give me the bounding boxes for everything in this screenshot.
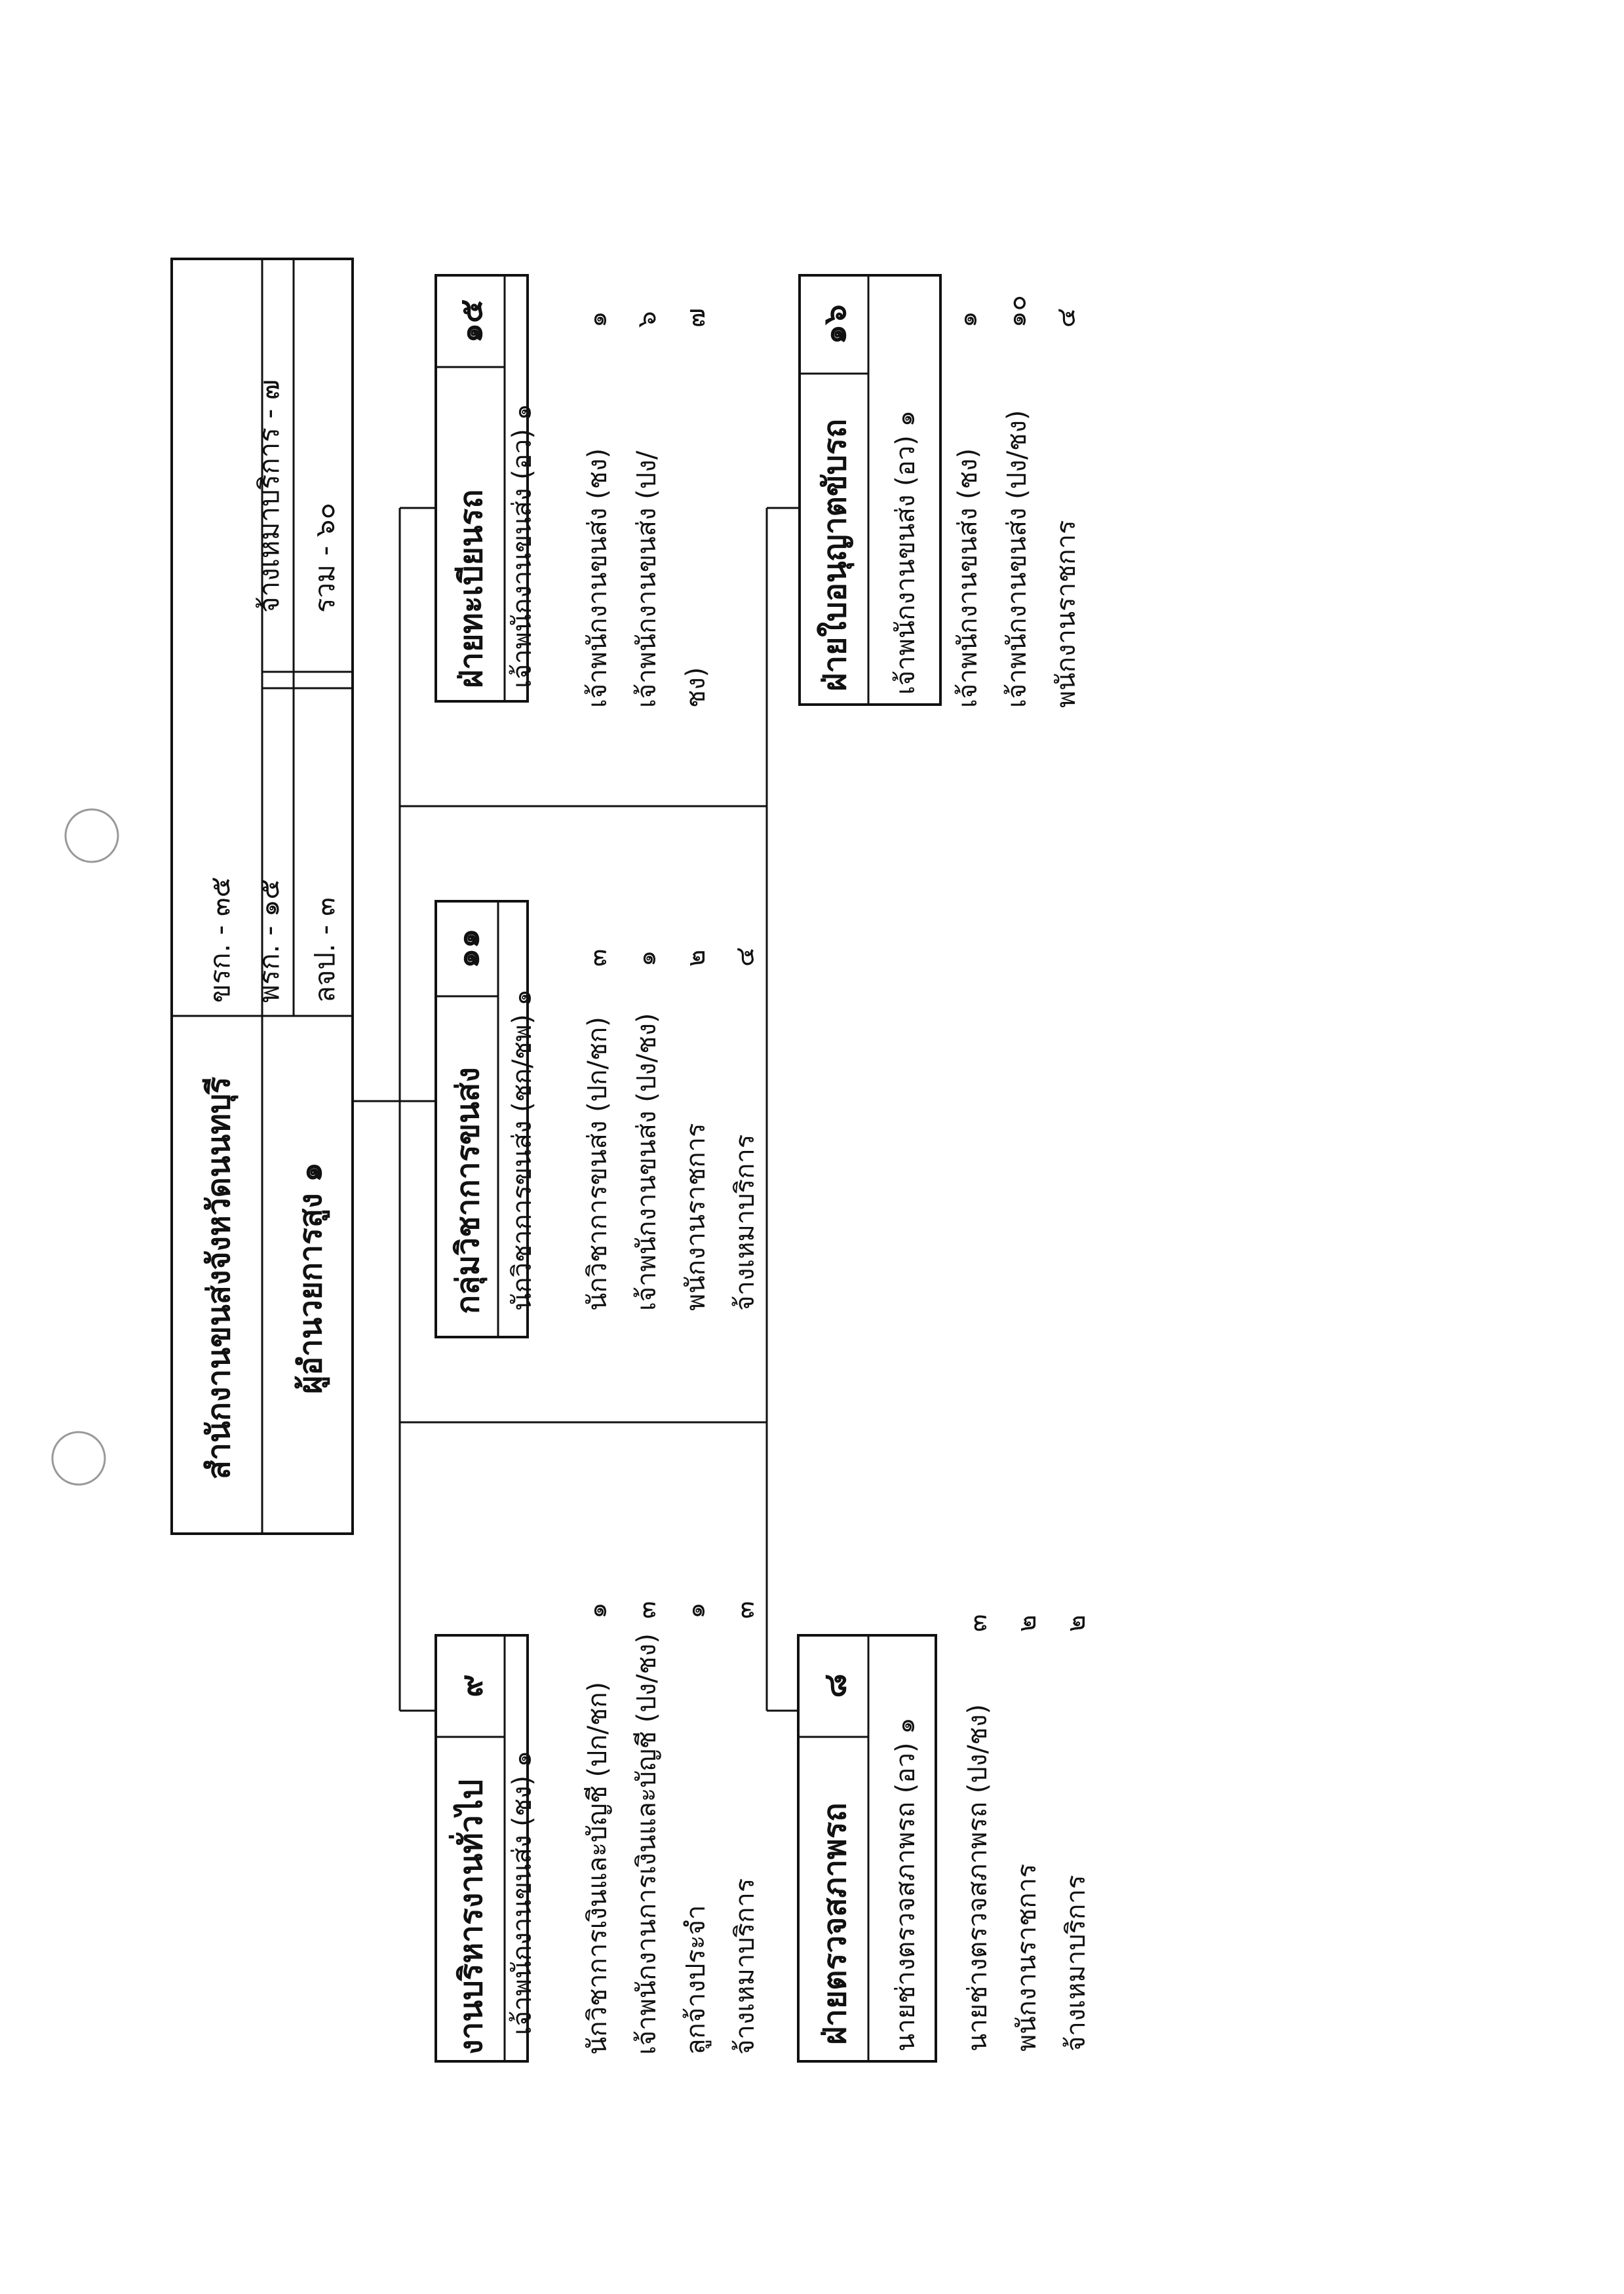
unit-vehicle-registration: ฝ่ายทะเบียนรถ ๑๕ เจ้าพนักงานขนส่ง (อว) ๑… (435, 274, 711, 708)
unit-general-administration: งานบริหารงานทั่วไป ๙ เจ้าพนักงานขนส่ง (ช… (435, 1601, 760, 2063)
office-header: สำนักงานขนส่งจังหวัดนนทบุรี ผู้อำนวยการส… (170, 258, 354, 1535)
staff-label: พนักงานราชการ (681, 1123, 711, 1311)
staff-label: จ้างเหมาบริการ (730, 1135, 760, 1311)
unit-name: ฝ่ายทะเบียนรถ (453, 490, 490, 688)
staff-label: นายช่างตรวจสภาพรถ (ปง/ชง) (963, 1704, 993, 2051)
unit-head: นายช่างตรวจสภาพรถ (อว) ๑ (891, 1717, 921, 2051)
unit-count: ๘ (817, 1673, 853, 1698)
staff-count: ๑๐ (1002, 295, 1032, 328)
staff-label: เจ้าพนักงานขนส่ง (ชง) (583, 448, 613, 708)
staff-label: เจ้าพนักงานขนส่ง (ปง/ (632, 450, 662, 708)
staff-label: เจ้าพนักงานการเงินและบัญชี (ปง/ชง) (632, 1633, 662, 2055)
unit-head: เจ้าพนักงานขนส่ง (อว) ๑ (507, 404, 537, 688)
staff-count: ๑ (632, 950, 662, 967)
staff-count: ๒ (1061, 1615, 1091, 1632)
staff-count: ๑ (583, 311, 613, 328)
stat-government-officer: ขรก. - ๓๕ (204, 877, 236, 1003)
staff-count: ๗ (681, 308, 711, 328)
unit-transport-academic-group: กลุ่มวิชาการขนส่ง ๑๑ นักวิชาการขนส่ง (ชก… (435, 900, 760, 1338)
binder-hole-icon (51, 1431, 106, 1486)
stat-total: รวม - ๖๐ (309, 503, 341, 613)
unit-count: ๙ (453, 1674, 490, 1697)
staff-count: ๒ (681, 950, 711, 967)
staff-label: นักวิชาการเงินและบัญชี (ปก/ชก) (583, 1682, 613, 2055)
unit-name: ฝ่ายตรวจสภาพรถ (817, 1802, 853, 2045)
unit-head: นักวิชาการขนส่ง (ชก/ชพ) ๑ (507, 989, 537, 1311)
office-head: ผู้อำนวยการสูง ๑ (292, 1162, 330, 1394)
staff-label: จ้างเหมาบริการ (730, 1878, 760, 2055)
staff-count: ๓ (730, 1601, 760, 1619)
staff-count: ๑ (953, 311, 983, 328)
unit-driving-license: ฝ่ายใบอนุญาตขับรถ ๑๖ เจ้าพนักงานขนส่ง (อ… (798, 274, 1081, 708)
unit-box (435, 900, 529, 1338)
unit-count: ๑๕ (453, 300, 490, 343)
staff-count: ๔ (1051, 308, 1081, 328)
staff-label: นักวิชาการขนส่ง (ปก/ชก) (583, 1017, 613, 1311)
stat-contract-service: จ้างเหมาบริการ - ๗ (253, 379, 285, 613)
staff-count: ๓ (963, 1614, 993, 1632)
stat-government-employee: พรก. - ๑๕ (253, 879, 285, 1003)
unit-name: งานบริหารงานทั่วไป (448, 1779, 490, 2055)
staff-label: เจ้าพนักงานขนส่ง (ชง) (953, 448, 983, 708)
staff-count: ๔ (730, 947, 760, 967)
staff-label: เจ้าพนักงานขนส่ง (ปง/ชง) (632, 1013, 662, 1311)
unit-box (435, 1634, 529, 2063)
staff-count: ๓ (583, 949, 613, 967)
staff-label: จ้างเหมาบริการ (1061, 1875, 1091, 2051)
unit-vehicle-inspection: ฝ่ายตรวจสภาพรถ ๘ นายช่างตรวจสภาพรถ (อว) … (797, 1614, 1091, 2063)
connector-lines (353, 507, 800, 1712)
staff-label: พนักงานราชการ (1012, 1863, 1042, 2051)
unit-box (435, 274, 529, 703)
office-name: สำนักงานขนส่งจังหวัดนนทบุรี (201, 1077, 239, 1480)
unit-name: กลุ่มวิชาการขนส่ง (450, 1067, 488, 1314)
unit-box (798, 274, 942, 706)
unit-head: เจ้าพนักงานขนส่ง (ชง) ๑ (507, 1751, 537, 2035)
binder-hole-icon (64, 808, 119, 863)
staff-label: ชง) (681, 667, 711, 708)
staff-count: ๑ (681, 1603, 711, 1619)
staff-label: เจ้าพนักงานขนส่ง (ปง/ชง) (1002, 410, 1032, 708)
stat-permanent-employee: ลจป. - ๓ (309, 897, 341, 1003)
staff-label: พนักงานราชการ (1051, 520, 1081, 708)
unit-box (797, 1634, 937, 2063)
staff-label: ลูกจ้างประจำ (681, 1905, 711, 2055)
unit-head: เจ้าพนักงานขนส่ง (อว) ๑ (891, 410, 921, 695)
unit-name: ฝ่ายใบอนุญาตขับรถ (816, 419, 855, 691)
staff-count: ๖ (632, 311, 662, 328)
unit-count: ๑๑ (450, 929, 486, 969)
staff-count: ๒ (1012, 1615, 1042, 1632)
staff-count: ๓ (632, 1601, 662, 1619)
unit-count: ๑๖ (817, 305, 853, 345)
staff-count: ๑ (583, 1603, 613, 1619)
